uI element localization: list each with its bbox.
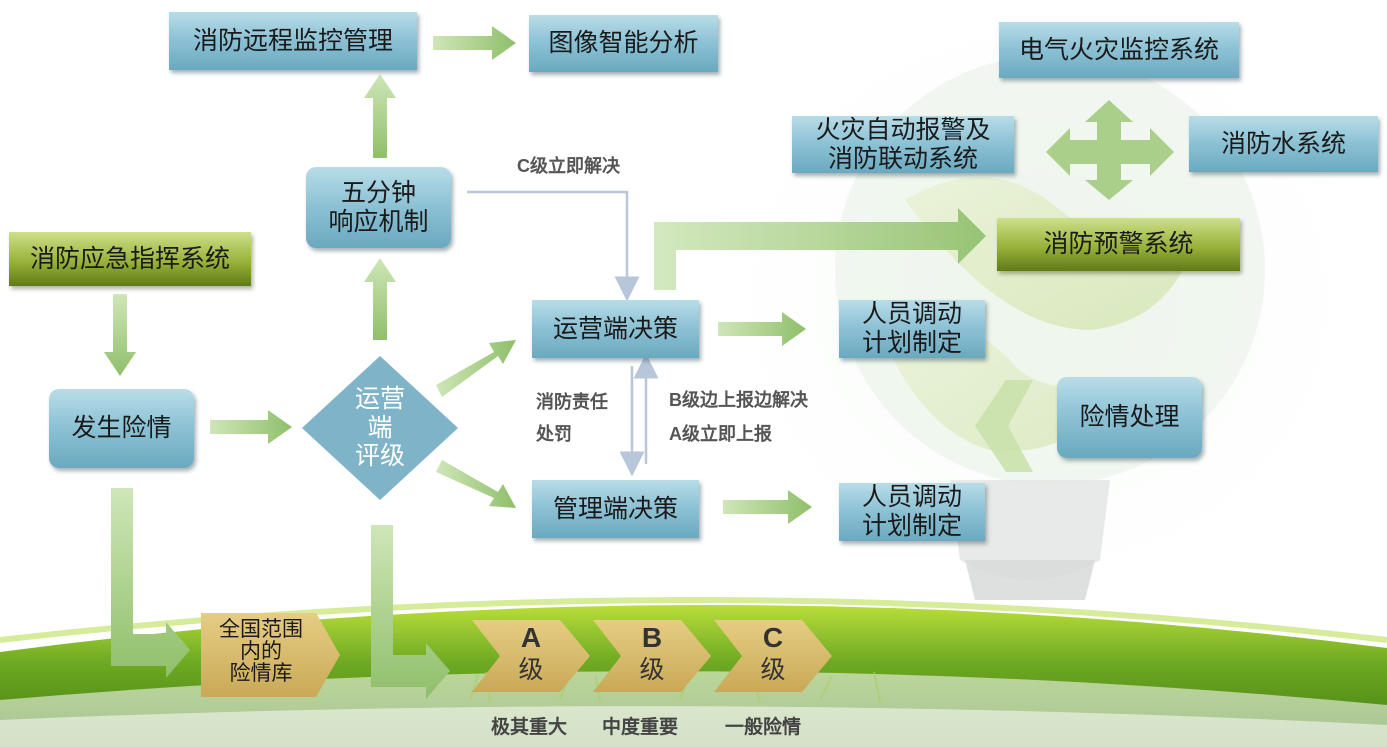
library-shape <box>201 613 340 697</box>
library-text: 全国范围 内的 险情库 <box>201 618 321 684</box>
four-way-arrow-icon <box>1046 100 1174 200</box>
arrow-assess-to-mgmt <box>436 460 516 508</box>
early-warning-box: 消防预警系统 <box>997 218 1240 271</box>
five-minute-line2: 响应机制 <box>328 206 429 236</box>
staffing-plan-box-1: 人员调动 计划制定 <box>839 299 985 358</box>
level-a-letter: A <box>520 622 542 653</box>
a-level-label: A级立即上报 <box>669 424 772 444</box>
c-level-label: C级立即解决 <box>517 156 620 176</box>
library-line2: 内的 <box>240 639 282 664</box>
level-chevron-a <box>472 620 590 692</box>
assessment-line2: 端 <box>367 412 393 442</box>
level-chevron-b <box>593 620 711 692</box>
arrow-incident-to-assess <box>210 410 292 444</box>
ops-decision-box: 运营端决策 <box>532 300 699 358</box>
mgmt-decision-box: 管理端决策 <box>532 480 699 538</box>
staffing2-line1: 人员调动 <box>861 482 962 512</box>
auto-alarm-box: 火灾自动报警及 消防联动系统 <box>792 114 1014 173</box>
penalty-line1: 消防责任 <box>536 392 608 412</box>
arrow-incident-to-library <box>111 488 190 678</box>
arrow-ops-to-staffing1 <box>718 312 806 346</box>
penalty-label: 消防责任 处罚 <box>536 386 608 450</box>
level-c-suffix: 级 <box>760 655 786 684</box>
b-level-label: B级边上报边解决 <box>669 390 808 410</box>
fire-water-box: 消防水系统 <box>1189 116 1378 172</box>
remote-monitoring-box: 消防远程监控管理 <box>169 12 417 70</box>
level-c-text: C 级 <box>738 622 808 686</box>
incident-box: 发生险情 <box>49 389 194 468</box>
staffing-plan-box-2: 人员调动 计划制定 <box>839 482 985 541</box>
arrow-fivemin-to-remote <box>364 74 396 158</box>
assessment-diamond <box>302 356 458 500</box>
assessment-line3: 评级 <box>354 441 405 471</box>
five-minute-line1: 五分钟 <box>340 177 416 207</box>
level-a-text: A 级 <box>496 622 566 686</box>
level-a-suffix: 级 <box>518 655 544 684</box>
assessment-label: 运营 端 评级 <box>330 380 430 476</box>
penalty-line2: 处罚 <box>536 424 572 444</box>
arrow-handling-loop <box>975 380 1033 472</box>
arrow-remote-to-image <box>433 26 516 60</box>
level-a-desc: 极其重大 <box>491 717 568 738</box>
emergency-command-box: 消防应急指挥系统 <box>9 232 251 286</box>
image-analysis-box: 图像智能分析 <box>529 15 718 72</box>
line-c-level <box>467 190 640 302</box>
level-chevron-c <box>714 620 832 692</box>
level-b-text: B 级 <box>617 622 687 686</box>
arrow-emergency-to-incident <box>104 294 136 376</box>
electrical-fire-box: 电气火灾监控系统 <box>999 22 1239 78</box>
level-c-desc: 一般险情 <box>725 717 802 738</box>
level-b-desc: 中度重要 <box>602 717 679 738</box>
staffing2-line2: 计划制定 <box>861 511 962 540</box>
auto-alarm-line2: 消防联动系统 <box>827 143 978 173</box>
arrow-mgmt-to-staffing2 <box>723 490 812 524</box>
level-b-letter: B <box>641 622 663 653</box>
staffing1-line2: 计划制定 <box>861 328 962 357</box>
library-line3: 险情库 <box>229 661 293 686</box>
arrow-assess-to-fivemin <box>364 258 396 340</box>
assessment-line1: 运营 <box>354 383 405 413</box>
staffing1-line1: 人员调动 <box>861 299 962 329</box>
library-line1: 全国范围 <box>219 617 303 641</box>
five-minute-box: 五分钟 响应机制 <box>306 167 451 248</box>
arrow-ops-to-warning <box>654 208 986 290</box>
handling-box: 险情处理 <box>1057 377 1202 458</box>
auto-alarm-line1: 火灾自动报警及 <box>815 114 991 144</box>
arrow-assess-to-ops <box>436 340 516 397</box>
level-c-letter: C <box>762 622 784 653</box>
level-b-suffix: 级 <box>639 655 665 684</box>
arrow-assess-to-levels <box>371 525 450 699</box>
